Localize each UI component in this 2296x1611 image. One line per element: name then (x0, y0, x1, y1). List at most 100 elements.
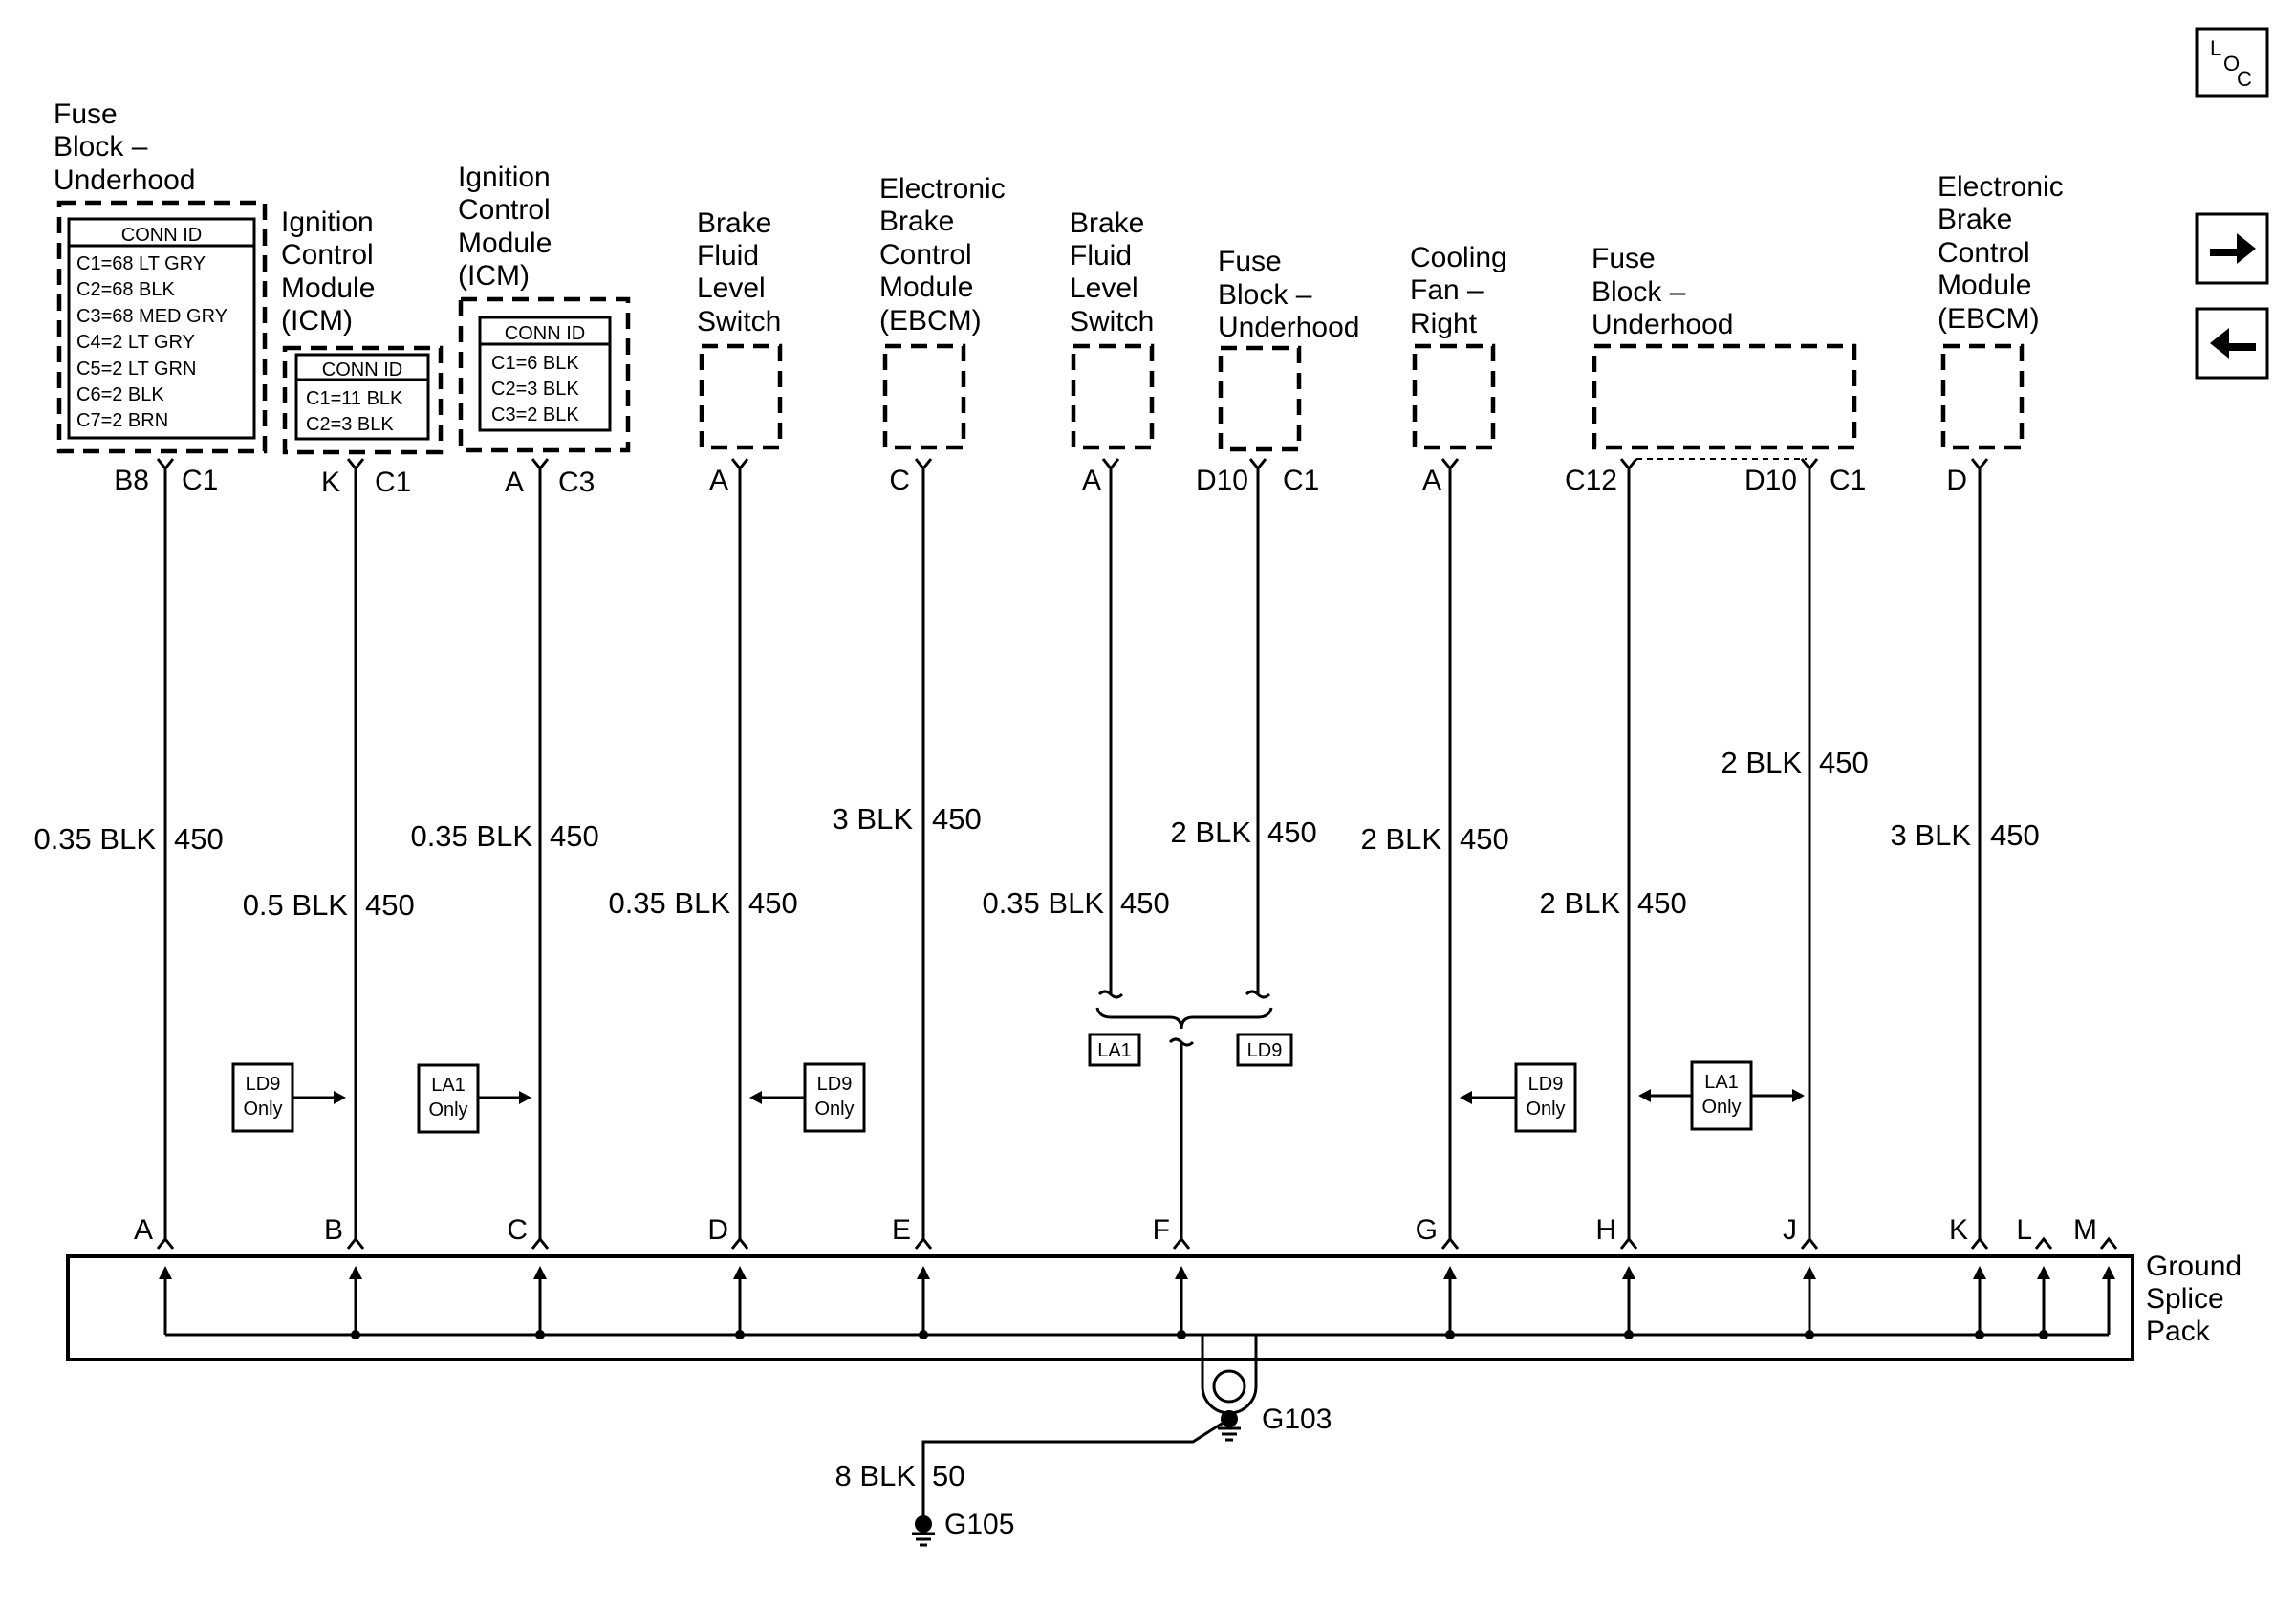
wire-circuit: 50 (932, 1459, 964, 1492)
wire-labels: 0.35 BLK 450 0.5 BLK 450 0.35 BLK 450 0.… (33, 746, 2039, 922)
right-arrow-icon (2210, 233, 2256, 264)
svg-text:(ICM): (ICM) (281, 305, 353, 337)
svg-text:(EBCM): (EBCM) (879, 305, 982, 337)
svg-text:LD9: LD9 (1247, 1040, 1283, 1061)
wire-gauge: 0.35 BLK (982, 886, 1104, 920)
conn-id-header: CONN ID (121, 225, 202, 246)
wire-circuit: 450 (1460, 822, 1509, 856)
wire-gauge: 2 BLK (1722, 746, 1803, 779)
component-outline (882, 343, 966, 450)
svg-text:C12: C12 (1565, 465, 1617, 496)
svg-text:M: M (2073, 1214, 2097, 1246)
svg-text:CONN ID: CONN ID (322, 359, 402, 381)
svg-text:Ignition: Ignition (458, 162, 551, 193)
fuse-block-underhood-1: Fuse Block – Underhood CONN ID C1=68 LT … (54, 98, 268, 496)
svg-text:L: L (2016, 1214, 2032, 1246)
svg-text:Module: Module (458, 228, 552, 259)
svg-text:Control: Control (458, 194, 551, 226)
conn-id-row: C4=2 LT GRY (76, 332, 195, 353)
splice-internal-pins (159, 1266, 2115, 1335)
wire-gauge: 0.5 BLK (243, 888, 349, 922)
component-outline (1940, 343, 2025, 450)
cooling-fan-right: Cooling Fan – Right A (1410, 242, 1507, 496)
svg-text:Ground: Ground (2146, 1251, 2242, 1282)
wire-gauge: 3 BLK (1891, 818, 1972, 852)
ld9-only-note: LD9 Only (749, 1062, 866, 1133)
svg-text:D: D (1946, 465, 1967, 496)
svg-text:Module: Module (1938, 270, 2031, 301)
ground-label: G105 (944, 1509, 1014, 1540)
svg-text:(EBCM): (EBCM) (1938, 303, 2040, 335)
svg-text:L: L (2210, 36, 2221, 60)
svg-text:Block –: Block – (1218, 279, 1312, 311)
svg-text:B: B (324, 1214, 343, 1246)
conn-id-row: C5=2 LT GRN (76, 359, 196, 380)
back-arrow-button[interactable] (2195, 307, 2269, 380)
conn-id-table (294, 353, 430, 441)
svg-text:Control: Control (1938, 237, 2030, 269)
svg-text:Brake: Brake (1938, 204, 2012, 235)
svg-text:LD9: LD9 (246, 1074, 281, 1095)
component-outline (699, 343, 783, 450)
splice-nodes (351, 1330, 2048, 1339)
wire-circuit: 450 (1120, 886, 1170, 920)
component-outline (1071, 343, 1155, 450)
svg-text:Module: Module (879, 272, 973, 303)
svg-text:F: F (1153, 1214, 1170, 1246)
component-outline (458, 296, 631, 453)
wire-gauge: 3 BLK (833, 802, 914, 836)
svg-text:Splice: Splice (2146, 1283, 2224, 1315)
svg-text:Level: Level (697, 272, 766, 304)
svg-text:Only: Only (814, 1099, 854, 1120)
wire-gauge: 2 BLK (1171, 816, 1252, 849)
svg-text:C1=11 BLK: C1=11 BLK (306, 388, 403, 409)
wire-gauge: 2 BLK (1361, 822, 1442, 856)
svg-text:Brake: Brake (1070, 207, 1144, 239)
svg-text:LA1: LA1 (431, 1075, 466, 1096)
option-notes: LD9 Only LA1 Only LD9 Only LD9 Only (231, 1060, 1805, 1134)
ground-g105-icon (912, 1515, 935, 1547)
svg-text:C1=6 BLK: C1=6 BLK (491, 353, 579, 374)
svg-text:LA1: LA1 (1704, 1072, 1739, 1093)
svg-text:D10: D10 (1744, 465, 1797, 496)
svg-text:LA1: LA1 (1097, 1040, 1132, 1061)
svg-text:CONN ID: CONN ID (505, 323, 585, 344)
svg-text:LD9: LD9 (817, 1074, 853, 1095)
svg-text:C3=2 BLK: C3=2 BLK (491, 404, 579, 425)
wire-gauge: 0.35 BLK (410, 819, 532, 853)
conn-id-table (67, 217, 256, 440)
svg-text:Switch: Switch (1070, 306, 1154, 337)
component-title: Underhood (54, 164, 195, 196)
wire-circuit: 450 (932, 802, 982, 836)
svg-text:D: D (707, 1214, 728, 1246)
ground-connection: G103 8 BLK 50 G105 (835, 1335, 1332, 1547)
forward-arrow-button[interactable] (2195, 212, 2269, 285)
ld9-only-note: LD9 Only (231, 1062, 346, 1133)
svg-text:C2=3 BLK: C2=3 BLK (306, 414, 394, 435)
wire-gauge: 8 BLK (835, 1459, 917, 1492)
left-arrow-icon (2210, 328, 2256, 359)
svg-text:A: A (709, 465, 728, 496)
locator-icon[interactable]: L O C (2195, 27, 2269, 98)
svg-text:C2=3 BLK: C2=3 BLK (491, 379, 579, 400)
wire-circuit: 450 (550, 819, 599, 853)
svg-text:D10: D10 (1196, 465, 1248, 496)
component-outline (1412, 343, 1496, 450)
svg-text:A: A (134, 1214, 153, 1246)
ignition-control-module-1: Ignition Control Module (ICM) CONN ID C1… (281, 207, 444, 498)
brake-fluid-level-switch-1: Brake Fluid Level Switch A (697, 207, 783, 496)
wire-circuit: 450 (1990, 818, 2040, 852)
svg-text:J: J (1783, 1214, 1797, 1246)
conn-id-row: C6=2 BLK (76, 384, 164, 405)
la1-only-note: LA1 Only (1638, 1060, 1805, 1131)
svg-text:Only: Only (1526, 1099, 1565, 1120)
component-outline (282, 345, 444, 455)
svg-text:Only: Only (1701, 1097, 1741, 1118)
svg-text:Only: Only (243, 1099, 282, 1120)
ignition-control-module-2: Ignition Control Module (ICM) CONN ID C1… (458, 162, 631, 498)
ld9-only-note: LD9 Only (1460, 1062, 1577, 1133)
wire-circuit: 450 (1637, 886, 1687, 920)
svg-text:Electronic: Electronic (1938, 171, 2064, 203)
fuse-block-underhood-2: Fuse Block – Underhood D10 C1 (1196, 246, 1360, 496)
